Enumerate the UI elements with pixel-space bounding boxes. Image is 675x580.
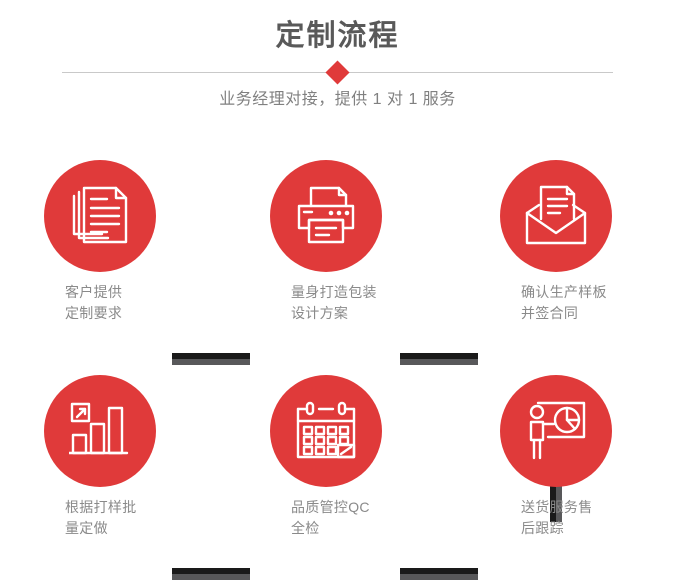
connector-right-bar [556,478,562,522]
bar-chart-growth-icon [69,402,129,455]
step-icon-circle [44,375,156,487]
page-title: 定制流程 [275,20,400,52]
connector-bottom-bar [400,574,478,580]
connector-left-bar [550,478,556,522]
step-icon-circle [270,160,382,272]
connector-arrow-5-6 [400,568,478,580]
title-divider [62,60,613,85]
page-subtitle: 业务经理对接，提供 1 对 1 服务 [219,91,456,108]
documents-stack-icon [72,186,128,244]
connector-bottom-bar [172,359,250,365]
step-caption: 量身打造包装 设计方案 [291,284,377,321]
connector-arrow-2-3 [400,353,478,365]
envelope-document-icon [525,185,587,245]
step-caption: 品质管控QC 全检 [291,499,370,536]
step-caption: 客户提供 定制要求 [65,284,123,321]
connector-top-bar [172,353,250,359]
step-icon-circle [270,375,382,487]
connector-bottom-bar [400,359,478,365]
step-caption: 根据打样批 量定做 [65,499,137,536]
printer-icon [297,186,355,244]
connector-bottom-bar [172,574,250,580]
step-caption: 确认生产样板 并签合同 [521,284,607,321]
presenter-pie-chart-icon [529,401,586,460]
process-flow: 客户提供 定制要求 量身打造包装 设计方案 [0,148,675,580]
header: 定制流程 业务经理对接，提供 1 对 1 服务 [0,0,675,130]
connector-arrow-1-2 [172,353,250,365]
connector-arrow-3-6 [550,478,562,522]
diamond-icon [325,60,350,85]
connector-top-bar [400,353,478,359]
step-icon-circle [500,160,612,272]
step-icon-circle [500,375,612,487]
connector-arrow-4-5 [172,568,250,580]
step-icon-circle [44,160,156,272]
step-caption: 送货服务售 后跟踪 [521,499,593,536]
calendar-check-icon [296,401,356,459]
